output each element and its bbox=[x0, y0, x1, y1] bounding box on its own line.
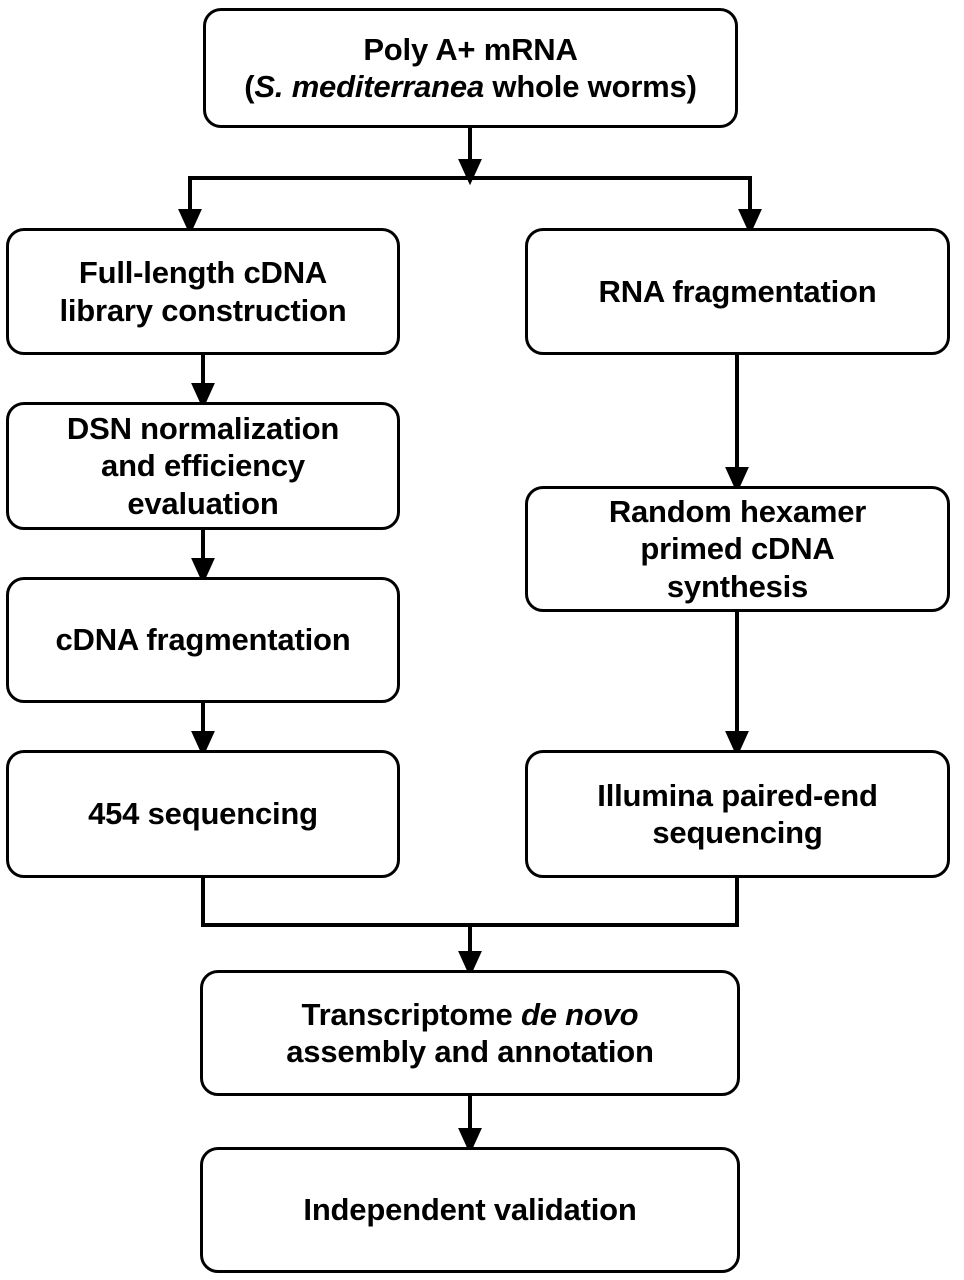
node-transcriptome-de-novo: de novo bbox=[520, 996, 639, 1032]
node-dsn-normalization-label: DSN normalization and efficiency evaluat… bbox=[19, 410, 387, 522]
node-full-length-cdna-line2: library construction bbox=[59, 292, 347, 328]
node-independent-validation[interactable]: Independent validation bbox=[200, 1147, 740, 1273]
node-dsn-normalization[interactable]: DSN normalization and efficiency evaluat… bbox=[6, 402, 400, 530]
node-cdna-fragmentation-line1: cDNA fragmentation bbox=[55, 622, 351, 658]
node-illumina-line2: sequencing bbox=[652, 815, 823, 850]
node-poly-a-mrna-line2-post: whole worms) bbox=[484, 69, 697, 104]
node-independent-validation-line1: Independent validation bbox=[303, 1192, 637, 1228]
node-independent-validation-label: Independent validation bbox=[213, 1191, 727, 1228]
node-454-sequencing-line1: 454 sequencing bbox=[88, 796, 318, 832]
node-transcriptome-label: Transcriptome de novo assembly and annot… bbox=[213, 996, 727, 1070]
node-random-hexamer-line1: Random hexamer bbox=[608, 494, 867, 530]
node-dsn-line3: evaluation bbox=[127, 485, 279, 521]
node-454-sequencing[interactable]: 454 sequencing bbox=[6, 750, 400, 878]
node-cdna-fragmentation-label: cDNA fragmentation bbox=[19, 621, 387, 658]
node-full-length-cdna-label: Full-length cDNA library construction bbox=[19, 254, 387, 328]
node-transcriptome-line2: assembly and annotation bbox=[286, 1034, 654, 1069]
node-random-hexamer-primed-cdna-synthesis[interactable]: Random hexamer primed cDNA synthesis bbox=[525, 486, 950, 612]
node-full-length-cdna-library-construction[interactable]: Full-length cDNA library construction bbox=[6, 228, 400, 355]
node-poly-a-mrna[interactable]: Poly A+ mRNA (S. mediterranea whole worm… bbox=[203, 8, 738, 128]
node-illumina-label: Illumina paired-end sequencing bbox=[538, 777, 937, 851]
node-454-sequencing-label: 454 sequencing bbox=[19, 795, 387, 832]
node-transcriptome-de-novo-assembly[interactable]: Transcriptome de novo assembly and annot… bbox=[200, 970, 740, 1096]
node-poly-a-mrna-species: S. mediterranea bbox=[254, 69, 484, 104]
node-dsn-line2: and efficiency bbox=[101, 448, 305, 484]
node-poly-a-mrna-line2-pre: ( bbox=[244, 69, 255, 104]
node-random-hexamer-line3: synthesis bbox=[666, 568, 809, 604]
node-illumina-line1: Illumina paired-end bbox=[597, 777, 878, 813]
node-rna-fragmentation-label: RNA fragmentation bbox=[538, 273, 937, 310]
node-random-hexamer-line2: primed cDNA bbox=[640, 531, 835, 567]
node-full-length-cdna-line1: Full-length cDNA bbox=[78, 255, 328, 291]
node-dsn-line1: DSN normalization bbox=[66, 411, 340, 447]
node-rna-fragmentation-line1: RNA fragmentation bbox=[598, 273, 877, 309]
node-poly-a-mrna-line1: Poly A+ mRNA bbox=[363, 31, 578, 67]
node-transcriptome-line1-pre: Transcriptome bbox=[301, 996, 521, 1032]
node-poly-a-mrna-label: Poly A+ mRNA (S. mediterranea whole worm… bbox=[216, 31, 725, 105]
node-rna-fragmentation[interactable]: RNA fragmentation bbox=[525, 228, 950, 355]
node-cdna-fragmentation[interactable]: cDNA fragmentation bbox=[6, 577, 400, 703]
node-illumina-paired-end-sequencing[interactable]: Illumina paired-end sequencing bbox=[525, 750, 950, 878]
node-random-hexamer-label: Random hexamer primed cDNA synthesis bbox=[538, 493, 937, 605]
